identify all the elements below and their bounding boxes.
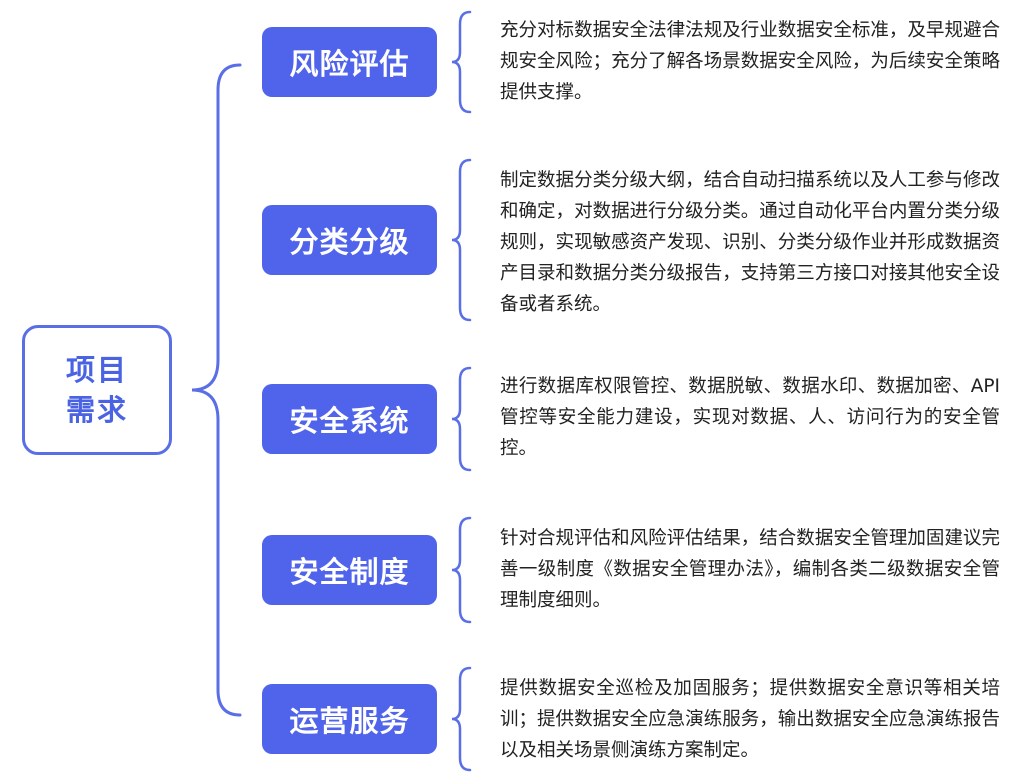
brace-1: [451, 10, 472, 114]
category-risk-assessment: 风险评估: [262, 27, 437, 97]
brace-4: [451, 516, 472, 624]
brace-2: [451, 158, 472, 322]
main-brace: [191, 63, 242, 717]
description-security-system: 进行数据库权限管控、数据脱敏、数据水印、数据加密、API管控等安全能力建设，实现…: [500, 376, 1000, 459]
description-classification: 制定数据分类分级大纲，结合自动扫描系统以及人工参与修改和确定，对数据进行分级分类…: [500, 170, 1000, 315]
category-title: 安全系统: [289, 404, 410, 438]
category-security-system: 安全系统: [262, 384, 437, 454]
category-title: 运营服务: [289, 704, 410, 738]
category-operation-service: 运营服务: [262, 684, 437, 754]
description-risk-assessment: 充分对标数据安全法律法规及行业数据安全标准，及早规避合规安全风险；充分了解各场景…: [500, 20, 1000, 103]
category-classification: 分类分级: [262, 205, 437, 275]
category-title: 风险评估: [289, 47, 410, 81]
category-title: 安全制度: [289, 555, 410, 589]
description-operation-service: 提供数据安全巡检及加固服务；提供数据安全意识等相关培训；提供数据安全应急演练服务…: [500, 678, 1000, 761]
category-title: 分类分级: [289, 225, 410, 259]
description-security-policy: 针对合规评估和风险评估结果，结合数据安全管理加固建议完善一级制度《数据安全管理办…: [500, 528, 1000, 611]
brace-5: [451, 666, 472, 772]
category-security-policy: 安全制度: [262, 535, 437, 605]
root-node: 项目需求: [22, 325, 172, 455]
brace-3: [451, 366, 472, 472]
root-label: 项目需求: [65, 353, 128, 427]
